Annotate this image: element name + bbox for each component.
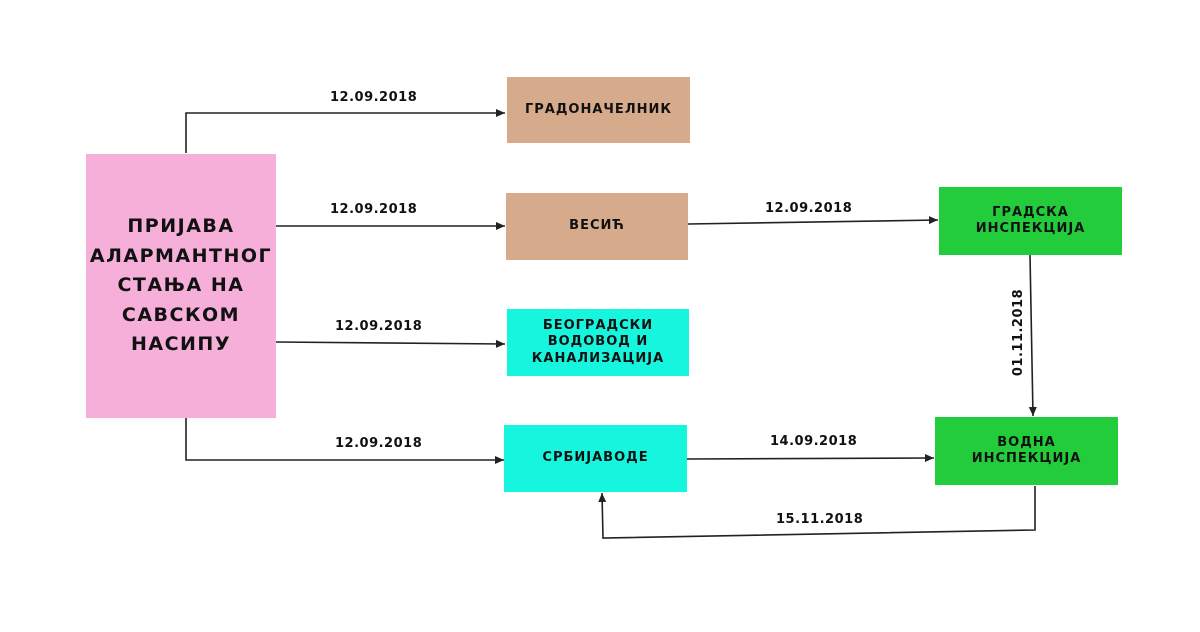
edge-city-water bbox=[1028, 254, 1037, 417]
srbijavode-node: СРБИЈАВОДЕ bbox=[504, 425, 687, 492]
label-source-mayor: 12.09.2018 bbox=[330, 90, 418, 105]
label-source-vesic: 12.09.2018 bbox=[330, 202, 418, 217]
label-water-srbijavode: 15.11.2018 bbox=[776, 512, 864, 527]
mayor-node: ГРАДОНАЧЕЛНИК bbox=[507, 77, 690, 143]
edge-srbijavode-water bbox=[686, 454, 935, 463]
label-vesic-city: 12.09.2018 bbox=[765, 201, 853, 216]
edge-vesic-city bbox=[687, 216, 939, 225]
source-node: ПРИЈАВА АЛАРМАНТНОГ СТАЊА НА САВСКОМ НАС… bbox=[86, 154, 276, 418]
label-city-water: 01.11.2018 bbox=[1011, 288, 1027, 377]
edge-water-srbijavode bbox=[598, 486, 1036, 539]
vesic-node: ВЕСИЋ bbox=[506, 193, 688, 260]
edge-source-bvk bbox=[275, 339, 506, 348]
label-source-bvk: 12.09.2018 bbox=[335, 319, 423, 334]
city-inspection-node: ГРАДСКА ИНСПЕКЦИЈА bbox=[939, 187, 1122, 255]
water-inspection-node: ВОДНА ИНСПЕКЦИЈА bbox=[935, 417, 1118, 485]
label-source-srbijavode: 12.09.2018 bbox=[335, 436, 423, 451]
label-srbijavode-water: 14.09.2018 bbox=[770, 434, 858, 449]
edge-source-srbijavode bbox=[185, 418, 504, 464]
bvk-node: БЕОГРАДСКИ ВОДОВОД И КАНАЛИЗАЦИЈА bbox=[507, 309, 689, 376]
edge-source-mayor bbox=[185, 109, 505, 153]
